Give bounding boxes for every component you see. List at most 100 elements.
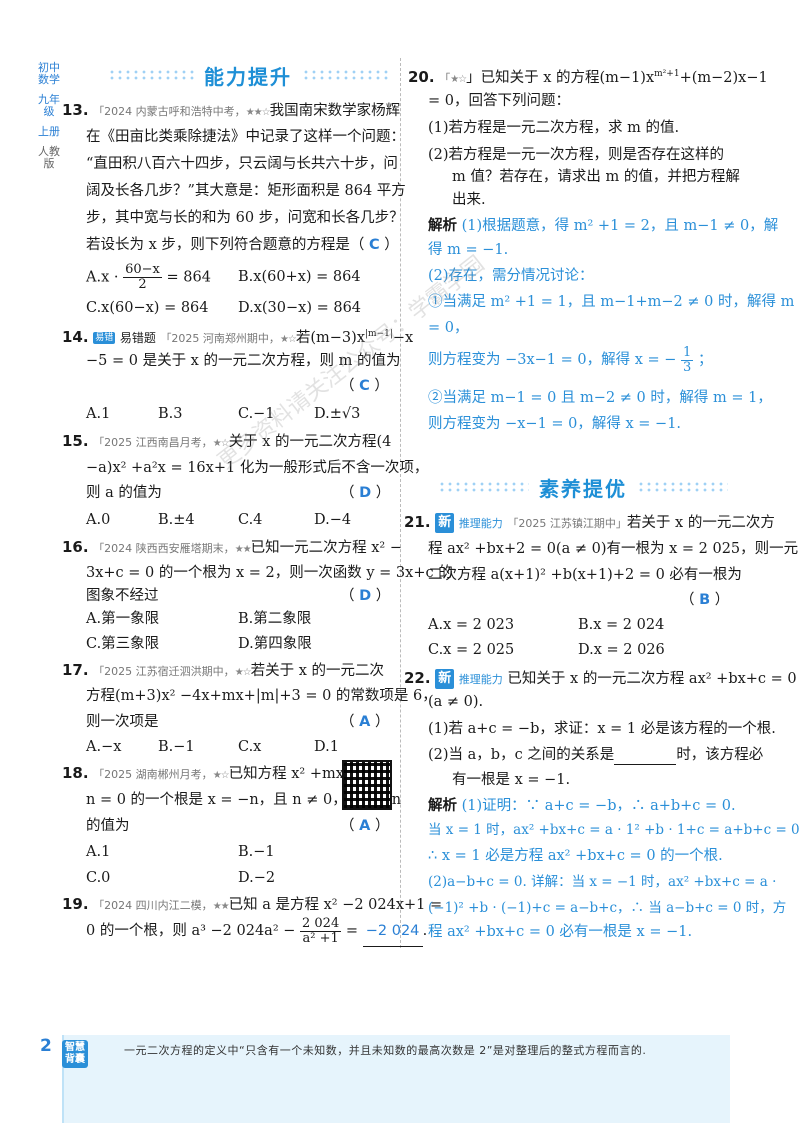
q15-optA: A.0 — [86, 512, 111, 528]
q13-source: 「2024 内蒙古呼和浩特中考， — [93, 105, 246, 118]
q13-close: ） — [384, 237, 399, 253]
header-dots-right — [637, 481, 728, 493]
q22-sol1: (1)证明：∵ a+c = −b，∴ a+b+c = 0. — [461, 798, 736, 814]
q17-line3: 则一次项是 — [86, 714, 159, 730]
q13-optD: D.x(30−x) = 864 — [238, 300, 362, 316]
q15-line3: 则 a 的值为 — [86, 485, 162, 501]
q18-answer: A — [359, 818, 371, 834]
q14-answer: C — [359, 378, 370, 394]
q18-optA: A.1 — [86, 844, 111, 860]
q14-sup: |m−1| — [365, 329, 393, 339]
q20-sol2: 得 m = −1. — [428, 242, 509, 258]
q20-part2b: m 值？若存在，请求出 m 的值，并把方程解 — [452, 169, 740, 185]
q14-optA: A.1 — [86, 406, 111, 422]
q17-line2: 方程(m+3)x² −4x+mx+|m|+3 = 0 的常数项是 6， — [86, 688, 437, 704]
q19-line1: 已知 a 是方程 x² −2 024x+1 = — [228, 897, 443, 913]
q20-part1: (1)若方程是一元二次方程，求 m 的值. — [428, 120, 680, 136]
q15-answer: D — [359, 485, 372, 501]
side-book: 上册 — [38, 125, 60, 138]
q17-answer: A — [359, 714, 371, 730]
q22-sol6: 程 ax² +bx+c = 0 必有一根是 x = −1. — [428, 924, 693, 940]
star-icon: ★☆ — [234, 667, 252, 678]
q14-optD: D.±√3 — [314, 406, 361, 422]
star-icon: ★★ — [234, 544, 252, 555]
q21-number: 21. — [404, 513, 431, 531]
side-level: 九年级 — [38, 93, 60, 118]
q13-line6: 若设长为 x 步，则下列符合题意的方程是（ — [86, 237, 365, 253]
q19-number: 19. — [62, 895, 89, 913]
q16-line2: 3x+c = 0 的一个根为 x = 2，则一次函数 y = 3x+c 的 — [86, 565, 453, 581]
header-dots-right — [302, 69, 388, 81]
star-icon: ★☆ — [279, 333, 297, 345]
q20-sol6-post: ； — [697, 352, 713, 368]
q13-optB: B.x(60+x) = 864 — [238, 269, 361, 285]
q16-answer: D — [359, 588, 372, 604]
q20-sol5: = 0， — [428, 320, 469, 336]
q19-answer: −2 024 — [365, 923, 420, 939]
q14-source: 「2025 河南郑州期中， — [160, 331, 280, 345]
side-edition: 人教版 — [38, 145, 60, 170]
q16-optC: C.第三象限 — [86, 636, 160, 652]
q14-line1b: −x — [392, 329, 414, 346]
q18-line2: n = 0 的一个根是 x = −n，且 n ≠ 0，则 m−n — [86, 792, 402, 808]
q18-line1: 已知方程 x² +mx+ — [228, 766, 357, 782]
q18-line3: 的值为 — [86, 818, 130, 834]
q14-tag: 易错题 — [119, 330, 156, 345]
tip-label: 智慧背囊 — [62, 1040, 88, 1068]
q21-tag: 推理能力 — [458, 517, 503, 530]
q19-line2-post: = — [345, 923, 358, 939]
q22-sol3: ∴ x = 1 必是方程 ax² +bx+c = 0 的一个根. — [428, 848, 723, 864]
q20-solution-label: 解析 — [428, 217, 457, 234]
section-ability-title: 能力提升 — [204, 64, 292, 89]
q13-answer: C — [369, 237, 380, 253]
frac-denominator: 3 — [683, 359, 692, 375]
q18-optC: C.0 — [86, 870, 111, 886]
star-icon: ★☆ — [450, 73, 467, 85]
star-icon: ★★ — [212, 901, 230, 912]
q13-line3: “直田积八百六十四步，只云阔与长共六十步，问 — [86, 156, 398, 172]
q17-optA: A.−x — [86, 739, 122, 755]
q16-number: 16. — [62, 538, 89, 556]
section-literacy-title: 素养提优 — [539, 476, 627, 501]
q22-part2c: 有一根是 x = −1. — [452, 772, 571, 788]
q15-optD: D.−4 — [314, 512, 352, 528]
q16-line1: 已知一元二次方程 x² − — [250, 540, 402, 556]
page-number: 2 — [40, 1036, 52, 1056]
q21-source: 「2025 江苏镇江期中」 — [507, 517, 627, 530]
star-icon: ★☆ — [212, 438, 230, 449]
q22-line2: (a ≠ 0). — [428, 694, 484, 710]
q20-sol8: 则方程变为 −x−1 = 0，解得 x = −1. — [428, 416, 682, 432]
q13-optA-post: = 864 — [166, 269, 211, 286]
q14-tag-icon: 易错 — [93, 331, 116, 344]
q14-line2: −5 = 0 是关于 x 的一元二次方程，则 m 的值为 — [86, 353, 401, 369]
q22-sol4: (2)a−b+c = 0. 详解：当 x = −1 时，ax² +bx+c = … — [428, 874, 777, 890]
q20-part2c: 出来. — [452, 192, 486, 208]
q13-optC: C.x(60−x) = 864 — [86, 300, 209, 316]
q21-answer: B — [699, 592, 711, 608]
q22-number: 22. — [404, 669, 431, 687]
q20-sol7: ②当满足 m−1 = 0 且 m−2 ≠ 0 时，解得 m = 1， — [428, 390, 772, 406]
tip-text: 一元二次方程的定义中“只含有一个未知数，并且未知数的最高次数是 2”是对整理后的… — [124, 1044, 647, 1057]
section-ability-header: 能力提升 — [108, 60, 388, 90]
qr-code[interactable] — [342, 760, 392, 810]
q16-source: 「2024 陕西西安雁塔期末， — [93, 542, 235, 555]
q21-optB: B.x = 2 024 — [578, 617, 665, 633]
q21-optD: D.x = 2 026 — [578, 642, 665, 658]
q20-sol4: ①当满足 m² +1 = 1，且 m−1+m−2 ≠ 0 时，解得 m — [428, 294, 795, 310]
q18-optB: B.−1 — [238, 844, 275, 860]
q15-optB: B.±4 — [158, 512, 195, 528]
q20-line1b: +(m−2)x−1 — [679, 69, 768, 86]
q21-line2: 程 ax² +bx+2 = 0(a ≠ 0)有一根为 x = 2 025，则一元 — [428, 541, 799, 557]
q15-number: 15. — [62, 432, 89, 450]
section-literacy-header: 素养提优 — [438, 472, 728, 502]
q19-end: . — [422, 923, 428, 939]
q22-blank[interactable] — [614, 750, 677, 765]
q21-new-badge: 新 — [435, 513, 455, 533]
q13-line4: 阔及长各几步？”其大意是：矩形面积是 864 平方 — [86, 183, 406, 199]
q22-sol5: (−1)² +b · (−1)+c = a−b+c，∴ 当 a−b+c = 0 … — [428, 900, 787, 916]
q14-line1: 若(m−3)x — [295, 329, 365, 346]
side-label: 初中数学 九年级 上册 人教版 — [38, 62, 60, 170]
q20-sol1: (1)根据题意，得 m² +1 = 2，且 m−1 ≠ 0，解 — [461, 218, 779, 234]
